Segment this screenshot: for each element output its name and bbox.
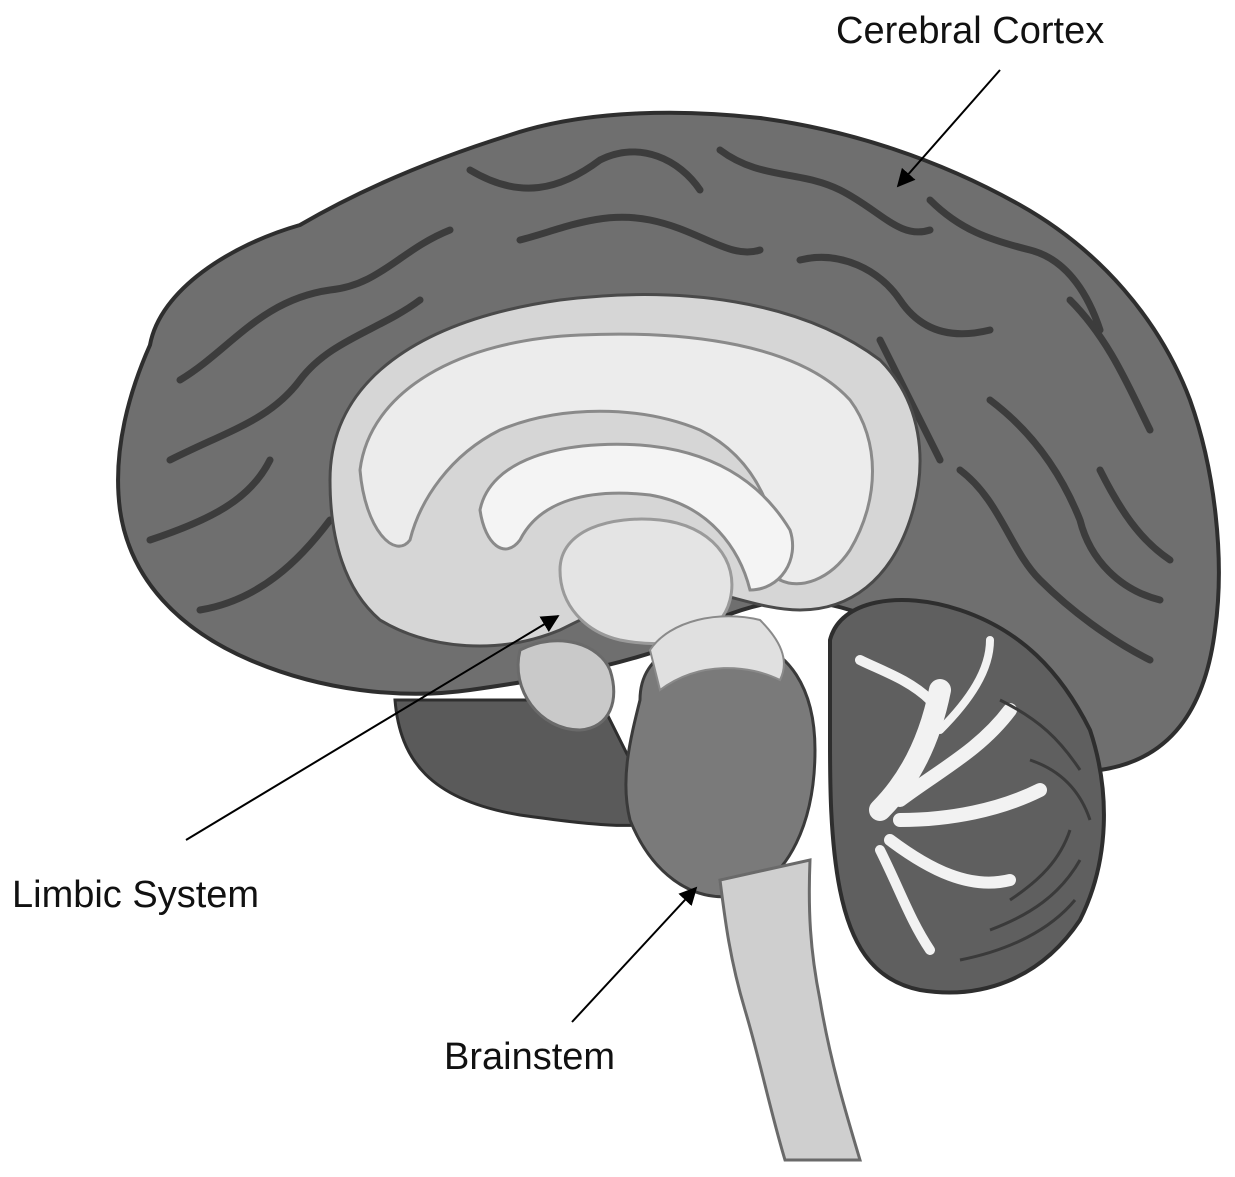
spinal-cord <box>720 860 860 1160</box>
temporal-lobe <box>395 700 660 825</box>
limbic-system-label: Limbic System <box>12 876 259 914</box>
brainstem-pons <box>626 639 815 897</box>
brainstem-label: Brainstem <box>444 1038 615 1076</box>
brainstem-arrow <box>572 888 696 1022</box>
cerebral-cortex-label: Cerebral Cortex <box>836 12 1104 50</box>
